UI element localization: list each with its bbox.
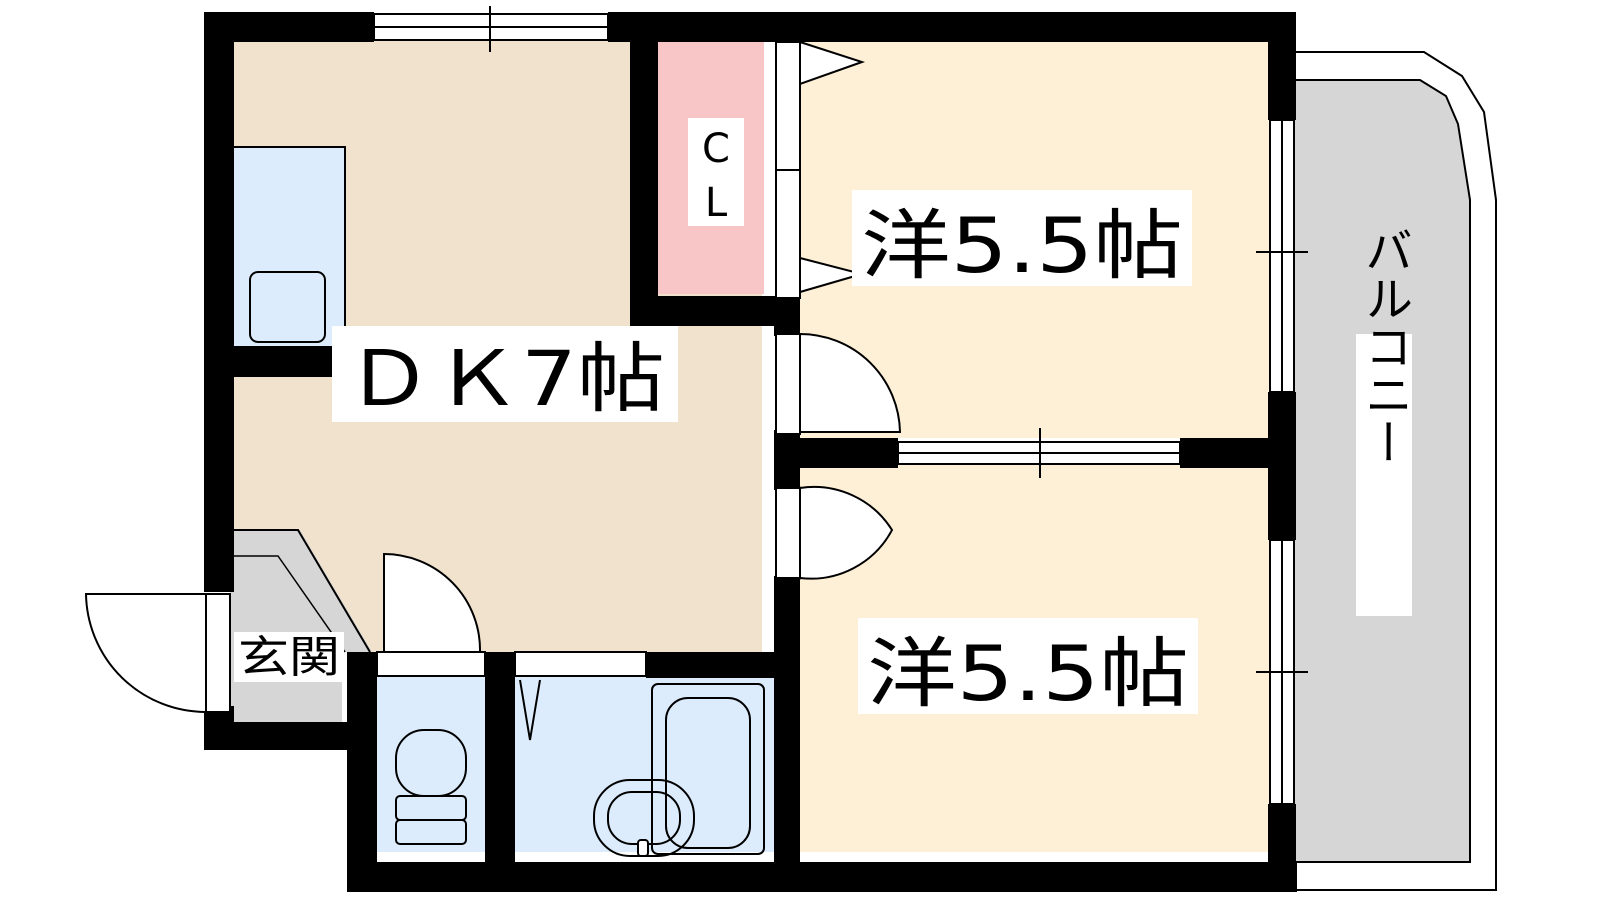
window-right-1 (1256, 119, 1308, 393)
wall-partition-left (774, 438, 898, 468)
western-room-2-label: 洋5.5帖 (858, 618, 1198, 718)
closet-label-top: C (702, 126, 730, 172)
closet-label-bottom: L (705, 180, 728, 226)
wall-top-bath-right (646, 652, 774, 678)
wall-center-3 (774, 576, 800, 892)
door-entrance (84, 593, 231, 714)
dk-label: ＤＫ7帖 (332, 326, 678, 423)
bathtub-icon (593, 683, 765, 857)
closet-label: C L (688, 118, 744, 226)
western-room-1-label-text: 洋5.5帖 (861, 201, 1183, 290)
wall-closet-left (630, 12, 658, 326)
dk-label-text: ＤＫ7帖 (345, 334, 665, 423)
wall-toilet-bath (485, 652, 515, 892)
sliding-door-partition (897, 428, 1181, 478)
wall-bottom-entrance (204, 722, 374, 750)
balcony-label: バルコニー (1356, 226, 1412, 616)
wall-right-top (1268, 12, 1296, 120)
wall-right-bottom (1268, 804, 1296, 892)
wall-top-bath-left (485, 652, 515, 678)
kitchen-counter (229, 146, 346, 348)
entrance-label: 玄関 (234, 632, 344, 683)
western-room-2-label-text: 洋5.5帖 (867, 629, 1189, 718)
door-bathroom (514, 651, 647, 741)
wall-kitchen-divider (204, 347, 332, 377)
western-room-1-label: 洋5.5帖 (852, 190, 1192, 290)
door-toilet (376, 552, 486, 677)
window-top (373, 6, 609, 52)
bathroom-floor (512, 676, 774, 852)
walls (204, 12, 1297, 892)
wall-toilet-left (347, 652, 377, 892)
wall-center-1 (774, 300, 800, 336)
wall-closet-bottom (630, 296, 800, 326)
sink-icon (249, 271, 326, 343)
entrance-step-line-2 (230, 555, 346, 653)
entrance-step-line (230, 529, 371, 653)
wall-partition-right (1180, 438, 1296, 468)
door-western-1 (775, 332, 902, 435)
window-right-2 (1256, 539, 1308, 805)
balcony-label-text: バルコニー (1356, 226, 1412, 466)
wall-top-right (608, 12, 1296, 42)
door-western-2 (775, 484, 894, 582)
entrance-label-text: 玄関 (238, 632, 340, 683)
wall-left-upper (204, 12, 234, 592)
toilet-icon (395, 729, 467, 845)
closet-doors (775, 40, 866, 299)
